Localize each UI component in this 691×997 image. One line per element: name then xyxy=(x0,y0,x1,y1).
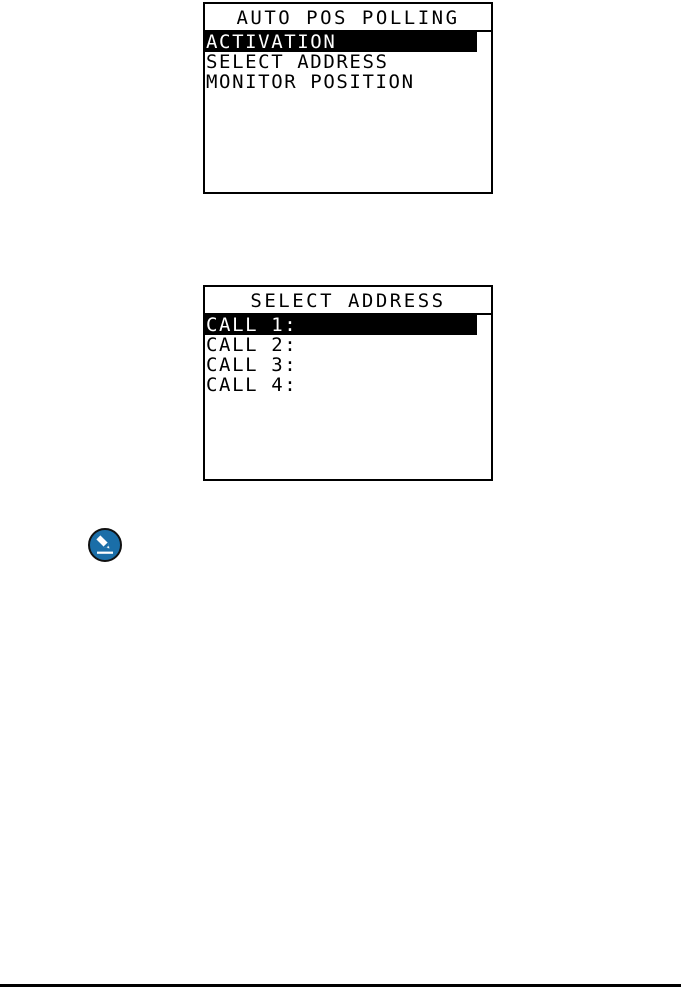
footer-rule xyxy=(0,984,681,987)
menu-item-call-2[interactable]: CALL 2: xyxy=(206,334,298,356)
menu-item-select-address[interactable]: SELECT ADDRESS xyxy=(206,51,389,73)
menu-item-call-4[interactable]: CALL 4: xyxy=(206,374,298,396)
lcd-panel-auto-pos-polling: AUTO POS POLLING ACTIVATION SELECT ADDRE… xyxy=(203,2,493,194)
menu-item-monitor-position[interactable]: MONITOR POSITION xyxy=(206,71,415,93)
menu-item-activation[interactable]: ACTIVATION xyxy=(205,32,477,52)
lcd-title-auto-pos-polling: AUTO POS POLLING xyxy=(205,4,491,32)
lcd-panel-select-address: SELECT ADDRESS CALL 1: CALL 2: CALL 3: C… xyxy=(203,285,493,481)
lcd-title-select-address: SELECT ADDRESS xyxy=(205,287,491,315)
note-pencil-icon xyxy=(88,528,122,562)
lcd-menu-list-auto-pos-polling: ACTIVATION SELECT ADDRESS MONITOR POSITI… xyxy=(205,32,491,92)
lcd-menu-list-select-address: CALL 1: CALL 2: CALL 3: CALL 4: xyxy=(205,315,491,395)
menu-item-call-1[interactable]: CALL 1: xyxy=(205,315,477,335)
menu-item-call-3[interactable]: CALL 3: xyxy=(206,354,298,376)
